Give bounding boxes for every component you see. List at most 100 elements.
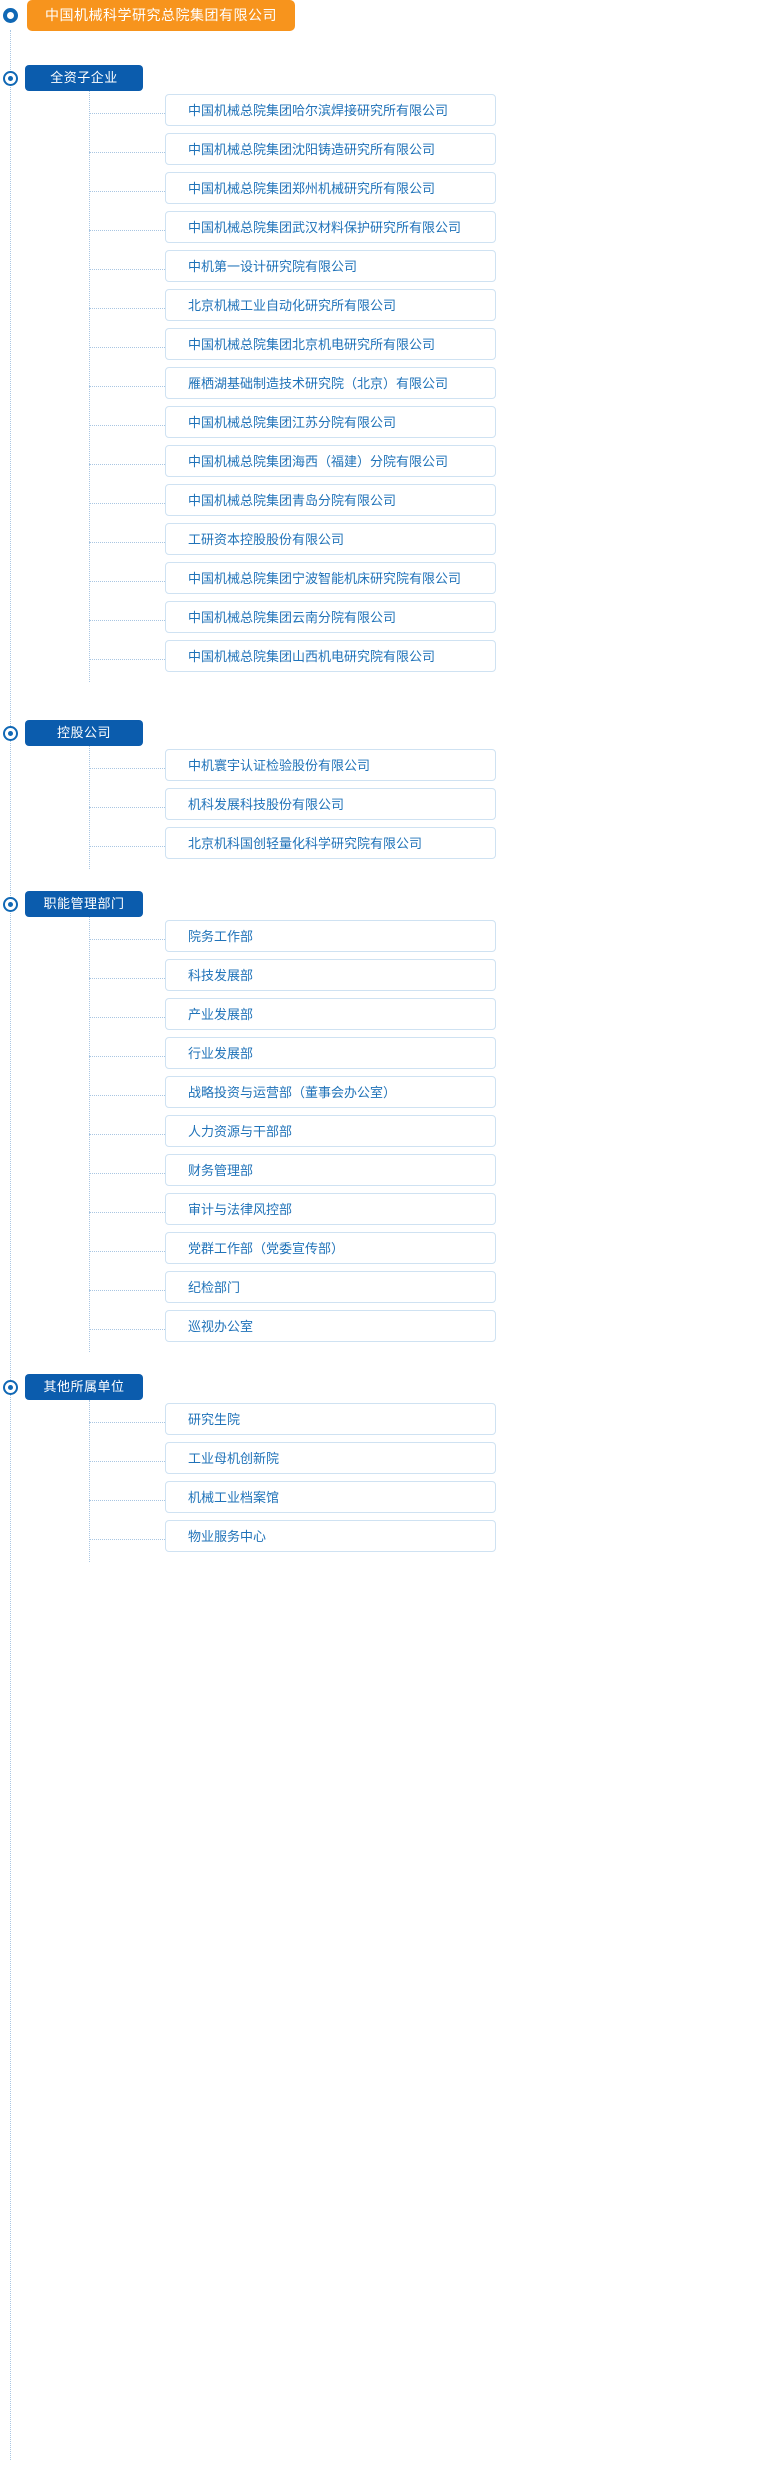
org-node[interactable]: 中国机械总院集团沈阳铸造研究所有限公司 [165, 133, 496, 165]
list-item: 行业发展部 [0, 1037, 779, 1076]
org-node[interactable]: 雁栖湖基础制造技术研究院（北京）有限公司 [165, 367, 496, 399]
connector-line [89, 978, 165, 979]
connector-line [89, 1173, 165, 1174]
org-node[interactable]: 中国机械总院集团郑州机械研究所有限公司 [165, 172, 496, 204]
list-item: 财务管理部 [0, 1154, 779, 1193]
org-node[interactable]: 院务工作部 [165, 920, 496, 952]
connector-line [89, 620, 165, 621]
list-item: 中国机械总院集团海西（福建）分院有限公司 [0, 445, 779, 484]
connector-line [89, 846, 165, 847]
org-node[interactable]: 中国机械总院集团北京机电研究所有限公司 [165, 328, 496, 360]
list-item: 中机寰宇认证检验股份有限公司 [0, 749, 779, 788]
connector-line [89, 503, 165, 504]
group-header-4[interactable]: 其他所属单位 [25, 1374, 143, 1400]
list-item: 机械工业档案馆 [0, 1481, 779, 1520]
list-item: 机科发展科技股份有限公司 [0, 788, 779, 827]
connector-line [89, 1017, 165, 1018]
connector-line [89, 113, 165, 114]
spine-marker-group-4 [3, 1380, 18, 1395]
connector-line [89, 768, 165, 769]
org-node[interactable]: 工研资本控股股份有限公司 [165, 523, 496, 555]
connector-line [89, 308, 165, 309]
org-node[interactable]: 产业发展部 [165, 998, 496, 1030]
org-node[interactable]: 北京机械工业自动化研究所有限公司 [165, 289, 496, 321]
org-node[interactable]: 中国机械总院集团哈尔滨焊接研究所有限公司 [165, 94, 496, 126]
org-node[interactable]: 机科发展科技股份有限公司 [165, 788, 496, 820]
org-node[interactable]: 机械工业档案馆 [165, 1481, 496, 1513]
list-item: 中国机械总院集团宁波智能机床研究院有限公司 [0, 562, 779, 601]
org-node[interactable]: 中国机械总院集团海西（福建）分院有限公司 [165, 445, 496, 477]
connector-line [89, 1212, 165, 1213]
connector-line [89, 191, 165, 192]
list-item: 党群工作部（党委宣传部） [0, 1232, 779, 1271]
list-item: 中国机械总院集团哈尔滨焊接研究所有限公司 [0, 94, 779, 133]
spine-marker-root [3, 8, 18, 23]
list-item: 产业发展部 [0, 998, 779, 1037]
list-item: 战略投资与运营部（董事会办公室） [0, 1076, 779, 1115]
org-node[interactable]: 行业发展部 [165, 1037, 496, 1069]
group-header-2[interactable]: 控股公司 [25, 720, 143, 746]
connector-line [89, 1461, 165, 1462]
org-node[interactable]: 中国机械总院集团山西机电研究院有限公司 [165, 640, 496, 672]
spine-marker-group-1 [3, 71, 18, 86]
org-node[interactable]: 纪检部门 [165, 1271, 496, 1303]
list-item: 工研资本控股股份有限公司 [0, 523, 779, 562]
connector-line [89, 230, 165, 231]
list-item: 雁栖湖基础制造技术研究院（北京）有限公司 [0, 367, 779, 406]
connector-line [89, 1539, 165, 1540]
org-node[interactable]: 中国机械总院集团江苏分院有限公司 [165, 406, 496, 438]
connector-line [89, 347, 165, 348]
org-node[interactable]: 中机寰宇认证检验股份有限公司 [165, 749, 496, 781]
connector-line [89, 1422, 165, 1423]
org-node[interactable]: 中国机械总院集团宁波智能机床研究院有限公司 [165, 562, 496, 594]
list-item: 院务工作部 [0, 920, 779, 959]
connector-line [89, 1251, 165, 1252]
connector-line [89, 1134, 165, 1135]
org-node[interactable]: 党群工作部（党委宣传部） [165, 1232, 496, 1264]
spine-marker-group-3 [3, 897, 18, 912]
org-node[interactable]: 研究生院 [165, 1403, 496, 1435]
org-node[interactable]: 中国机械总院集团云南分院有限公司 [165, 601, 496, 633]
connector-line [89, 1329, 165, 1330]
child-list-1: 中国机械总院集团哈尔滨焊接研究所有限公司中国机械总院集团沈阳铸造研究所有限公司中… [0, 94, 779, 679]
org-node[interactable]: 中国机械总院集团武汉材料保护研究所有限公司 [165, 211, 496, 243]
group-header-3[interactable]: 职能管理部门 [25, 891, 143, 917]
list-item: 工业母机创新院 [0, 1442, 779, 1481]
list-item: 审计与法律风控部 [0, 1193, 779, 1232]
list-item: 北京机科国创轻量化科学研究院有限公司 [0, 827, 779, 866]
connector-line [89, 807, 165, 808]
root-node[interactable]: 中国机械科学研究总院集团有限公司 [27, 0, 295, 31]
org-node[interactable]: 科技发展部 [165, 959, 496, 991]
org-node[interactable]: 物业服务中心 [165, 1520, 496, 1552]
connector-line [89, 1500, 165, 1501]
list-item: 科技发展部 [0, 959, 779, 998]
spine-line [10, 30, 11, 2460]
connector-line [89, 1095, 165, 1096]
connector-line [89, 1056, 165, 1057]
org-node[interactable]: 战略投资与运营部（董事会办公室） [165, 1076, 496, 1108]
list-item: 纪检部门 [0, 1271, 779, 1310]
list-item: 人力资源与干部部 [0, 1115, 779, 1154]
list-item: 中国机械总院集团北京机电研究所有限公司 [0, 328, 779, 367]
connector-line [89, 425, 165, 426]
spine-marker-group-2 [3, 726, 18, 741]
list-item: 北京机械工业自动化研究所有限公司 [0, 289, 779, 328]
list-item: 中国机械总院集团江苏分院有限公司 [0, 406, 779, 445]
org-node[interactable]: 中国机械总院集团青岛分院有限公司 [165, 484, 496, 516]
org-node[interactable]: 财务管理部 [165, 1154, 496, 1186]
org-node[interactable]: 中机第一设计研究院有限公司 [165, 250, 496, 282]
connector-line [89, 269, 165, 270]
group-header-1[interactable]: 全资子企业 [25, 65, 143, 91]
connector-line [89, 581, 165, 582]
connector-line [89, 939, 165, 940]
org-node[interactable]: 北京机科国创轻量化科学研究院有限公司 [165, 827, 496, 859]
list-item: 巡视办公室 [0, 1310, 779, 1349]
org-node[interactable]: 工业母机创新院 [165, 1442, 496, 1474]
list-item: 中国机械总院集团沈阳铸造研究所有限公司 [0, 133, 779, 172]
org-node[interactable]: 人力资源与干部部 [165, 1115, 496, 1147]
list-item: 物业服务中心 [0, 1520, 779, 1559]
list-item: 中国机械总院集团武汉材料保护研究所有限公司 [0, 211, 779, 250]
child-list-4: 研究生院工业母机创新院机械工业档案馆物业服务中心 [0, 1403, 779, 1559]
org-node[interactable]: 审计与法律风控部 [165, 1193, 496, 1225]
org-node[interactable]: 巡视办公室 [165, 1310, 496, 1342]
